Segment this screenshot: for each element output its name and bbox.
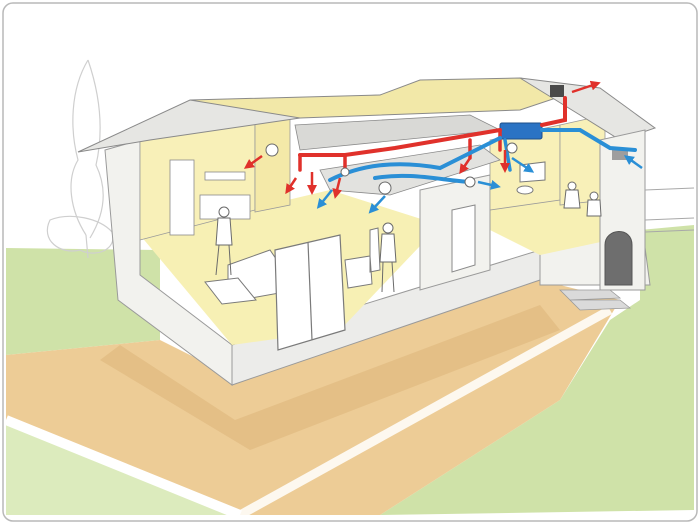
vent-hall <box>378 181 392 195</box>
dining-chair <box>344 227 381 289</box>
lawn-right <box>380 225 694 515</box>
vent-bedroom <box>506 142 518 154</box>
foundation-edge <box>4 415 242 520</box>
tree-icon <box>46 59 114 259</box>
vent-kitchen <box>265 143 279 157</box>
glass-door-frame <box>307 241 313 341</box>
foundation-shadow <box>100 305 560 450</box>
annex-arch <box>604 231 633 286</box>
bedroom-floor <box>490 195 610 255</box>
coffee-table <box>204 277 257 305</box>
person-standing <box>379 222 397 293</box>
fridge <box>169 159 195 236</box>
hall-door <box>451 204 476 273</box>
middle-partition <box>254 114 291 213</box>
person-icon <box>215 206 233 276</box>
supply-arrows <box>243 80 601 199</box>
toilet <box>516 185 534 195</box>
vent-bath <box>464 176 476 188</box>
steps <box>559 289 632 311</box>
hvac-unit-icon <box>499 122 543 140</box>
annex-grille <box>612 150 628 160</box>
person-seated <box>563 181 602 217</box>
vent-living <box>340 167 350 177</box>
garden-wall <box>644 187 695 233</box>
extract-arrows <box>316 155 643 214</box>
kitchen-shelf <box>204 171 246 181</box>
roof-vent-box <box>550 85 564 97</box>
path-stripe <box>237 306 613 519</box>
